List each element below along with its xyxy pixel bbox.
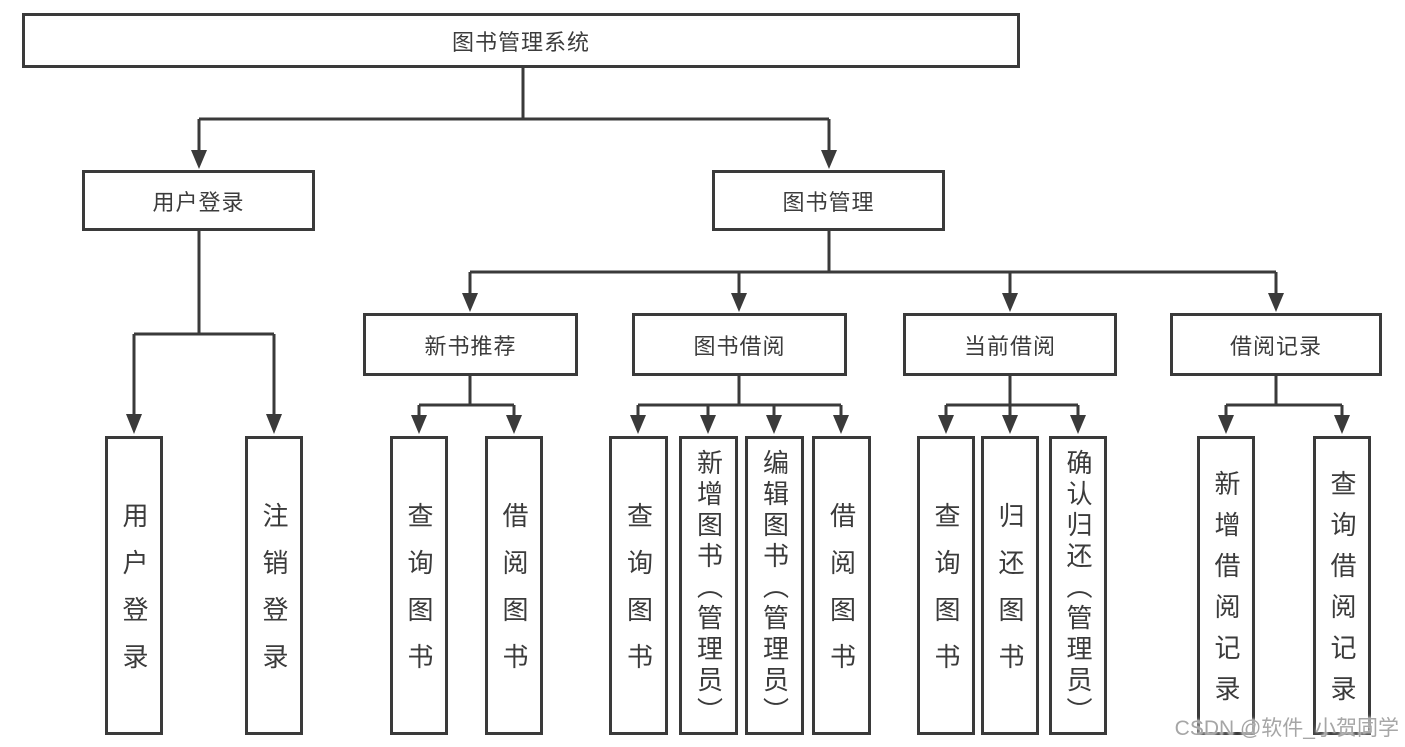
node-book-borrow: 图书借阅 — [632, 313, 847, 376]
leaf-logout-label: 注销登录 — [259, 502, 289, 690]
leaf-borrow-books: 借阅图书 — [812, 436, 871, 735]
leaf-add-borrow-record: 新增借阅记录 — [1197, 436, 1255, 735]
leaf-borrow-books-recommend-label: 借阅图书 — [499, 502, 529, 690]
leaf-query-books-current-label: 查询图书 — [931, 502, 961, 690]
node-book-borrow-label: 图书借阅 — [693, 333, 786, 359]
leaf-confirm-return-admin-label: 确认归还（管理员） — [1063, 448, 1093, 728]
leaf-user-login: 用户登录 — [105, 436, 163, 735]
leaf-logout: 注销登录 — [245, 436, 303, 735]
leaf-return-books: 归还图书 — [981, 436, 1039, 735]
node-book-management: 图书管理 — [712, 170, 945, 231]
leaf-query-borrow-record: 查询借阅记录 — [1313, 436, 1371, 735]
leaf-add-borrow-record-label: 新增借阅记录 — [1211, 470, 1241, 716]
leaf-borrow-books-recommend: 借阅图书 — [485, 436, 543, 735]
node-current-borrow-label: 当前借阅 — [963, 333, 1056, 359]
node-current-borrow: 当前借阅 — [903, 313, 1117, 376]
watermark-text: CSDN @软件_小贺同学 — [1174, 717, 1399, 740]
leaf-return-books-label: 归还图书 — [995, 502, 1025, 690]
node-book-management-label: 图书管理 — [782, 189, 875, 215]
leaf-borrow-books-label: 借阅图书 — [826, 502, 857, 690]
node-root-label: 图书管理系统 — [451, 29, 590, 55]
leaf-query-books-borrow-label: 查询图书 — [623, 502, 654, 690]
leaf-query-borrow-record-label: 查询借阅记录 — [1327, 470, 1357, 716]
leaf-query-books-recommend-label: 查询图书 — [404, 502, 434, 690]
leaf-query-books-recommend: 查询图书 — [390, 436, 448, 735]
leaf-query-books-current: 查询图书 — [917, 436, 975, 735]
node-new-book-recommend: 新书推荐 — [363, 313, 578, 376]
leaf-edit-books-admin: 编辑图书（管理员） — [745, 436, 804, 735]
leaf-add-books-admin-label: 新增图书（管理员） — [693, 448, 724, 728]
node-user-login-label: 用户登录 — [152, 189, 245, 215]
node-root: 图书管理系统 — [22, 13, 1020, 68]
node-borrow-records-label: 借阅记录 — [1229, 333, 1322, 359]
leaf-user-login-label: 用户登录 — [119, 502, 149, 690]
leaf-confirm-return-admin: 确认归还（管理员） — [1049, 436, 1107, 735]
node-new-book-recommend-label: 新书推荐 — [424, 333, 517, 359]
node-user-login: 用户登录 — [82, 170, 315, 231]
node-borrow-records: 借阅记录 — [1170, 313, 1382, 376]
leaf-add-books-admin: 新增图书（管理员） — [679, 436, 738, 735]
leaf-query-books-borrow: 查询图书 — [609, 436, 668, 735]
leaf-edit-books-admin-label: 编辑图书（管理员） — [759, 448, 790, 728]
